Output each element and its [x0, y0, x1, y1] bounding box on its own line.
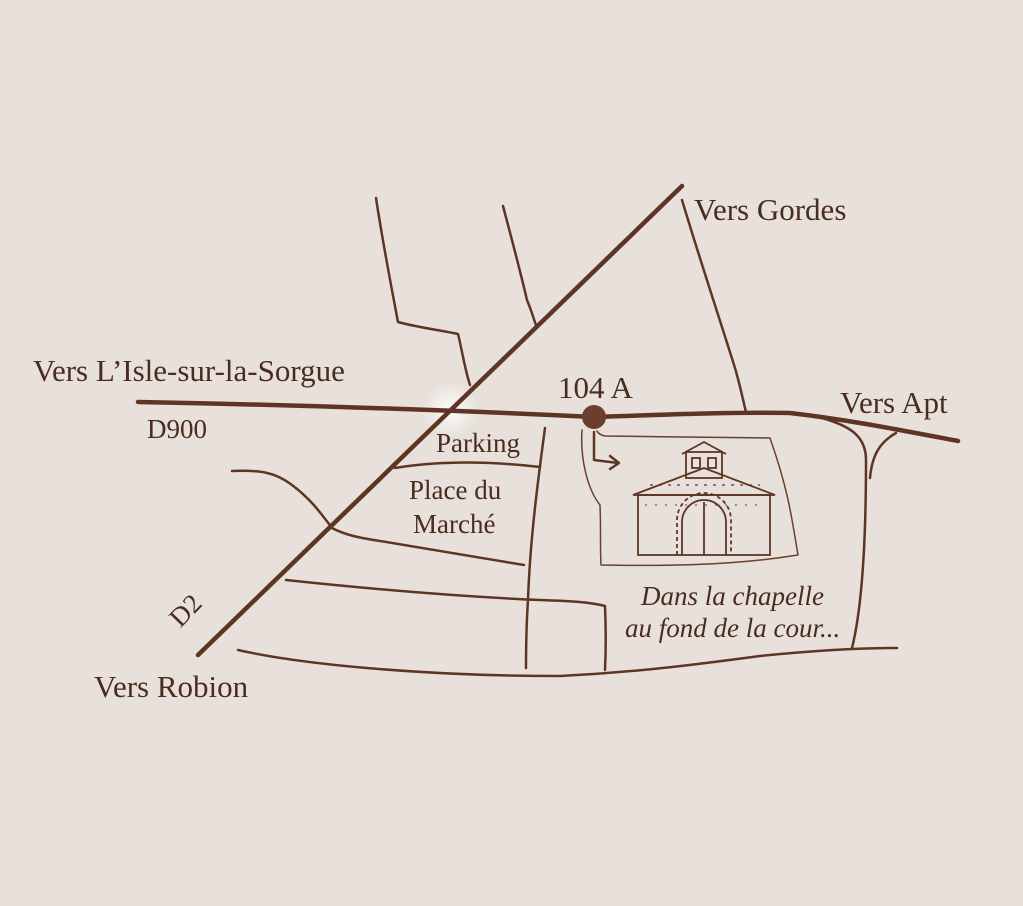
road-center-vertical: [524, 426, 547, 670]
road-south-main: [236, 646, 899, 678]
road-gordes: [680, 198, 748, 414]
road-d2: [195, 183, 685, 658]
road-east-branch: [868, 431, 898, 480]
label-vers-isle: Vers L’Isle-sur-la-Sorgue: [33, 353, 345, 388]
road-north-2: [501, 204, 538, 327]
road-north-1: [374, 196, 472, 387]
label-vers-robion: Vers Robion: [94, 669, 249, 704]
courtyard-outline: [580, 429, 799, 567]
road-south-cross: [284, 578, 607, 672]
note-line2: au fond de la cour...: [625, 613, 841, 643]
label-place-line1: Place du: [409, 475, 502, 505]
label-number: 104 A: [558, 370, 633, 405]
location-dot-icon[interactable]: [582, 405, 606, 429]
chapel-icon: [632, 440, 776, 556]
road-east: [820, 416, 868, 650]
note-line1: Dans la chapelle: [641, 581, 824, 611]
label-vers-apt: Vers Apt: [840, 385, 948, 420]
bent-arrow-icon: [592, 430, 621, 471]
label-vers-gordes: Vers Gordes: [694, 192, 847, 227]
label-parking: Parking: [436, 428, 520, 458]
label-place-line2: Marché: [413, 509, 496, 539]
road-d900: [135, 399, 961, 444]
road-parking: [393, 461, 542, 470]
road-west: [230, 469, 526, 567]
label-d900: D900: [147, 414, 207, 444]
